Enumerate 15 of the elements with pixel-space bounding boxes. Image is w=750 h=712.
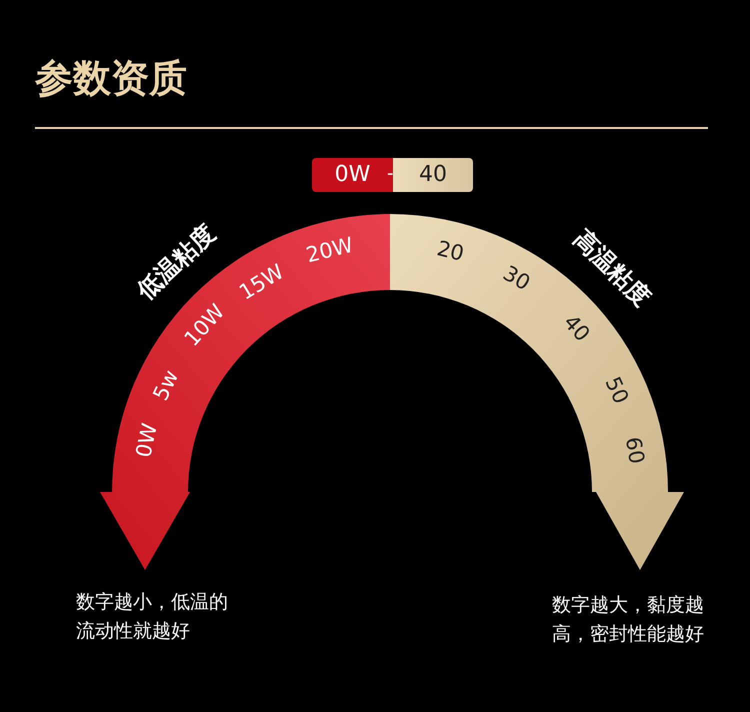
scale-label: 5w (150, 366, 182, 404)
scale-label: 40 (559, 311, 593, 345)
scale-label: 20W (304, 234, 356, 266)
page-title: 参数资质 (35, 58, 187, 100)
scale-label: 20 (434, 238, 466, 264)
badge-segment: 40 (393, 158, 473, 192)
scale-heading: 高温粘度 (569, 226, 655, 310)
scale-label: 50 (600, 374, 631, 406)
note-text: 数字越小，低温的流动性就越好 (76, 590, 229, 644)
scale-label: 30 (499, 262, 533, 294)
scale-label: 60 (621, 435, 646, 465)
scale-heading: 低温粘度 (132, 220, 220, 304)
note-text: 数字越大，黏度越高，密封性能越好 (552, 593, 705, 647)
separator-text: - (387, 162, 394, 186)
scale-label: 0W (133, 421, 161, 459)
